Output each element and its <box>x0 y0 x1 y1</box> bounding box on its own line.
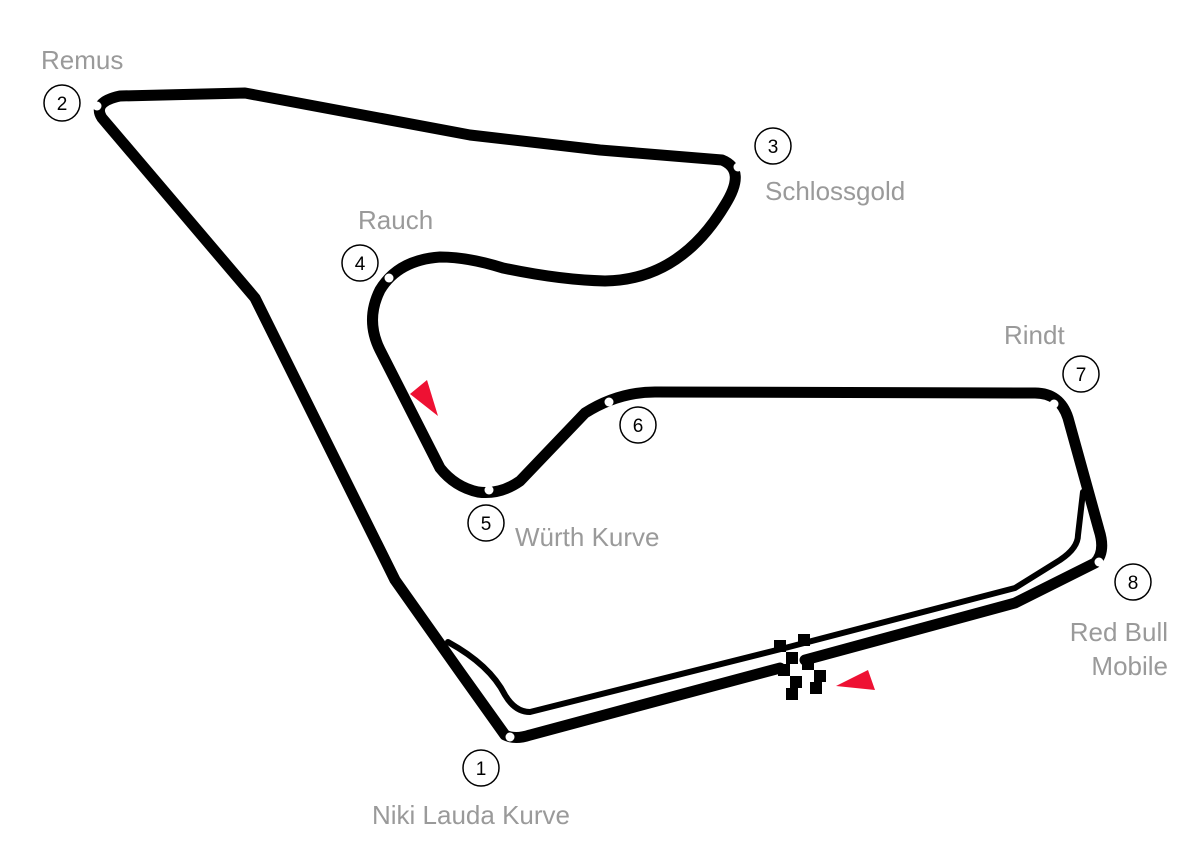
direction-arrow-start <box>836 670 875 690</box>
turn-number: 1 <box>476 759 487 780</box>
turn-5-marker: 5 <box>467 504 505 542</box>
flag-square <box>778 664 790 676</box>
direction-arrow-turn4 <box>410 380 438 416</box>
turn-8-label-line1: Red Bull <box>1070 617 1168 647</box>
turn-number: 5 <box>481 514 492 535</box>
race-track <box>93 87 1108 743</box>
turn-7-marker: 7 <box>1062 355 1100 393</box>
turn-number: 3 <box>768 137 779 158</box>
apex-marker-4 <box>384 273 394 283</box>
turn-2-label: Remus <box>41 45 123 75</box>
flag-square <box>810 682 822 694</box>
turn-number: 6 <box>633 416 644 437</box>
turn-4-marker: 4 <box>341 244 379 282</box>
flag-square <box>786 688 798 700</box>
pit-lane <box>445 489 1086 715</box>
apex-marker-5 <box>484 485 494 495</box>
turn-3-marker: 3 <box>754 127 792 165</box>
apex-marker-3 <box>733 162 743 172</box>
turn-1-marker: 1 <box>462 749 500 787</box>
flag-square <box>798 634 810 646</box>
apex-marker-8 <box>1094 557 1104 567</box>
apex-marker-7 <box>1049 399 1059 409</box>
turn-8-label-line2: Mobile <box>1091 651 1168 681</box>
turn-1-label: Niki Lauda Kurve <box>372 800 570 830</box>
turn-number: 7 <box>1076 365 1087 386</box>
turn-8-marker: 8 <box>1114 563 1152 601</box>
flag-square <box>774 640 786 652</box>
turn-2-marker: 2 <box>43 84 81 122</box>
apex-marker-6 <box>604 397 614 407</box>
turn-6-marker: 6 <box>619 406 657 444</box>
turn-number: 2 <box>57 94 68 115</box>
flag-square <box>802 658 814 670</box>
apex-marker-2 <box>92 101 102 111</box>
flag-square <box>790 676 802 688</box>
turn-3-label: Schlossgold <box>765 176 905 206</box>
turn-4-label: Rauch <box>358 205 433 235</box>
flag-square <box>814 670 826 682</box>
flag-square <box>786 652 798 664</box>
turn-5-label: Würth Kurve <box>515 522 660 552</box>
turn-7-label: Rindt <box>1004 320 1065 350</box>
apex-marker-1 <box>505 732 515 742</box>
turn-number: 8 <box>1128 573 1139 594</box>
turn-number: 4 <box>355 254 366 275</box>
checkered-flag <box>774 634 826 700</box>
